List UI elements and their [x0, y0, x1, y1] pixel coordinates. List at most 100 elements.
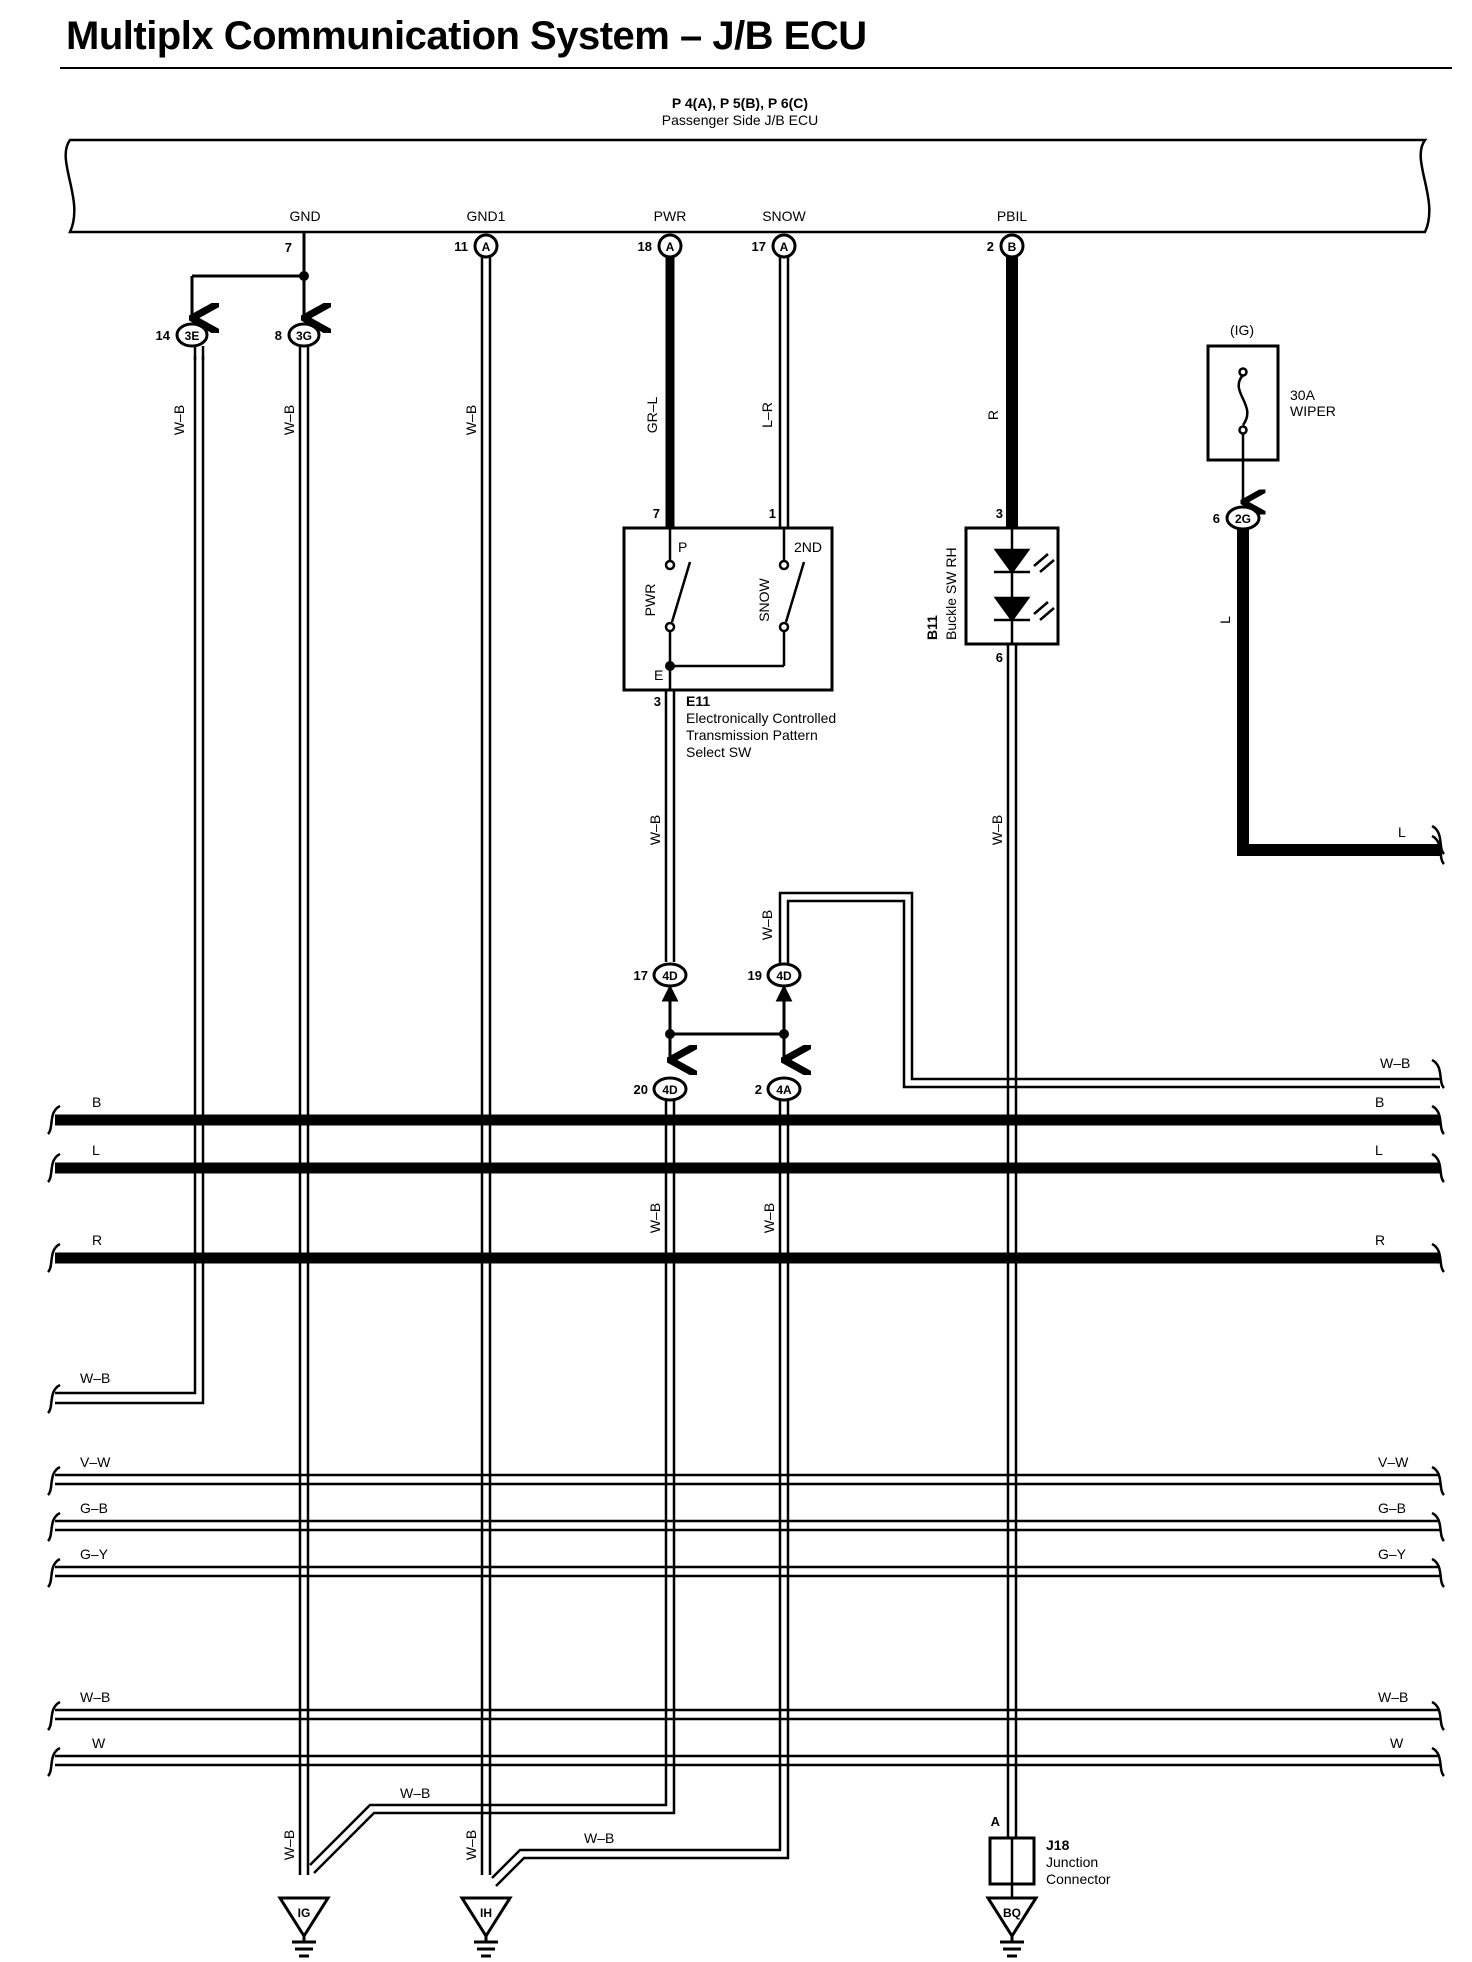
label-4a2-wb-bottom: W–B: [584, 1830, 614, 1846]
splice-dot-left: [665, 1029, 675, 1039]
switch-name-line1: Electronically Controlled: [686, 710, 836, 726]
pin-b6: 6: [996, 650, 1003, 665]
ground-ig: [277, 1896, 331, 1958]
pin-e3: 3: [654, 694, 661, 709]
label-vw-right: V–W: [1378, 1454, 1409, 1470]
connector-snow: [771, 233, 797, 259]
label-gnd1-wb-bottom: W–B: [463, 1830, 479, 1860]
terminal-snow: SNOW: [762, 208, 806, 224]
pin-snow: 17: [752, 239, 766, 254]
label-fuse-l-right: L: [1398, 824, 1406, 840]
buckle-led-icon: [993, 528, 1055, 644]
label-4a2-wb: W–B: [761, 1203, 777, 1233]
switch-2nd-label: 2ND: [794, 539, 822, 555]
pin-d17: 17: [634, 968, 648, 983]
label-w-left: W: [92, 1735, 106, 1751]
label-4d19-wb: W–B: [759, 910, 775, 940]
switch-snow-label: SNOW: [756, 577, 772, 621]
label-e11-wb: W–B: [647, 815, 663, 845]
label-r-right: R: [1375, 1232, 1385, 1248]
label-b-right: B: [1375, 1094, 1384, 1110]
ecu-name: Passenger Side J/B ECU: [662, 112, 818, 128]
label-w-right: W: [1390, 1735, 1404, 1751]
switch-e-label: E: [654, 667, 663, 683]
ground-ih: [459, 1896, 513, 1958]
connector-3g: [287, 322, 321, 348]
harness-lines: [46, 356, 1446, 1777]
label-vw-left: V–W: [80, 1454, 111, 1470]
connector-4a-2: [766, 1076, 802, 1102]
wire-4a2-to-ih: [491, 1100, 790, 1887]
connector-gnd1: [473, 233, 499, 259]
pin-d19: 19: [748, 968, 762, 983]
buckle-name: Buckle SW RH: [943, 547, 959, 640]
label-b6-wb: W–B: [989, 815, 1005, 845]
pin-e1: 1: [769, 506, 776, 521]
label-b-left: B: [92, 1094, 101, 1110]
fuse-rating: 30A: [1290, 387, 1316, 403]
label-wb-right-top: W–B: [1380, 1055, 1410, 1071]
connector-3e-label: 3E: [185, 329, 200, 343]
connector-4d-17-label: 4D: [662, 969, 678, 983]
ground-ih-label: IH: [480, 1906, 492, 1920]
switch-name-line2: Transmission Pattern: [686, 727, 818, 743]
label-lr: L–R: [759, 402, 775, 428]
connector-4d-19-label: 4D: [776, 969, 792, 983]
wire-4d19-wb: [778, 891, 1440, 1089]
switch-e-dot: [665, 661, 675, 671]
connector-pwr-label: A: [666, 240, 675, 254]
junction-name-line1: Junction: [1046, 1854, 1098, 1870]
connector-3e: [175, 322, 209, 348]
connector-4d-20-label: 4D: [662, 1083, 678, 1097]
fuse-icon: [1237, 367, 1248, 503]
switch-p-label: P: [678, 539, 687, 555]
junction-code: J18: [1046, 1837, 1070, 1853]
splice-dot-right: [779, 1029, 789, 1039]
label-fuse-l: L: [1217, 616, 1233, 624]
pin-a2: 2: [755, 1082, 762, 1097]
wire-3e-vertical: [193, 346, 205, 360]
label-gb-right: G–B: [1378, 1500, 1406, 1516]
label-3e-wb: W–B: [171, 405, 187, 435]
label-grl: GR–L: [644, 397, 660, 434]
label-pbil-r: R: [985, 410, 1001, 420]
terminal-gnd1: GND1: [467, 208, 506, 224]
pin-pwr: 18: [638, 239, 652, 254]
wire-b6-to-j18: [1006, 644, 1018, 1838]
label-gy-right: G–Y: [1378, 1546, 1407, 1562]
pin-c8: 8: [275, 328, 282, 343]
label-l-right: L: [1375, 1142, 1383, 1158]
label-l-left: L: [92, 1142, 100, 1158]
pin-pbil: 2: [987, 239, 994, 254]
label-gnd1-wb: W–B: [463, 405, 479, 435]
buckle-code: B11: [924, 615, 940, 640]
fuse-circuit: (IG): [1230, 322, 1254, 338]
pin-c14: 14: [156, 328, 171, 343]
pin-ja: A: [991, 1814, 1001, 1829]
connector-3g-label: 3G: [296, 329, 312, 343]
connector-snow-label: A: [780, 240, 789, 254]
label-r-left: R: [92, 1232, 102, 1248]
pin-gnd1: 11: [454, 239, 468, 254]
junction-name-line2: Connector: [1046, 1871, 1111, 1887]
splice-bridge: [661, 984, 790, 1060]
wire-4d20-to-ig: [309, 1100, 676, 1874]
page-title: Multiplx Communication System – J/B ECU: [66, 14, 867, 58]
wire-wb-left-line: [55, 356, 205, 1405]
wire-gnd1-vertical: [480, 257, 492, 1875]
switch-pwr-label: PWR: [642, 584, 658, 617]
label-wb-left: W–B: [80, 1370, 110, 1386]
label-gb-left: G–B: [80, 1500, 108, 1516]
wire-3g-vertical: [298, 346, 310, 1875]
connector-pbil-label: B: [1008, 240, 1017, 254]
gnd-junction-dot: [299, 271, 309, 281]
ground-bq-label: BQ: [1003, 1906, 1021, 1920]
connector-2g-label: 2G: [1235, 512, 1251, 526]
pin-d20: 20: [634, 1082, 648, 1097]
switch-e11-box: [622, 526, 834, 692]
ground-ig-label: IG: [298, 1906, 311, 1920]
switch-contacts: [664, 528, 806, 690]
label-wb-lower-right: W–B: [1378, 1689, 1408, 1705]
fuse-box: [1206, 344, 1280, 462]
